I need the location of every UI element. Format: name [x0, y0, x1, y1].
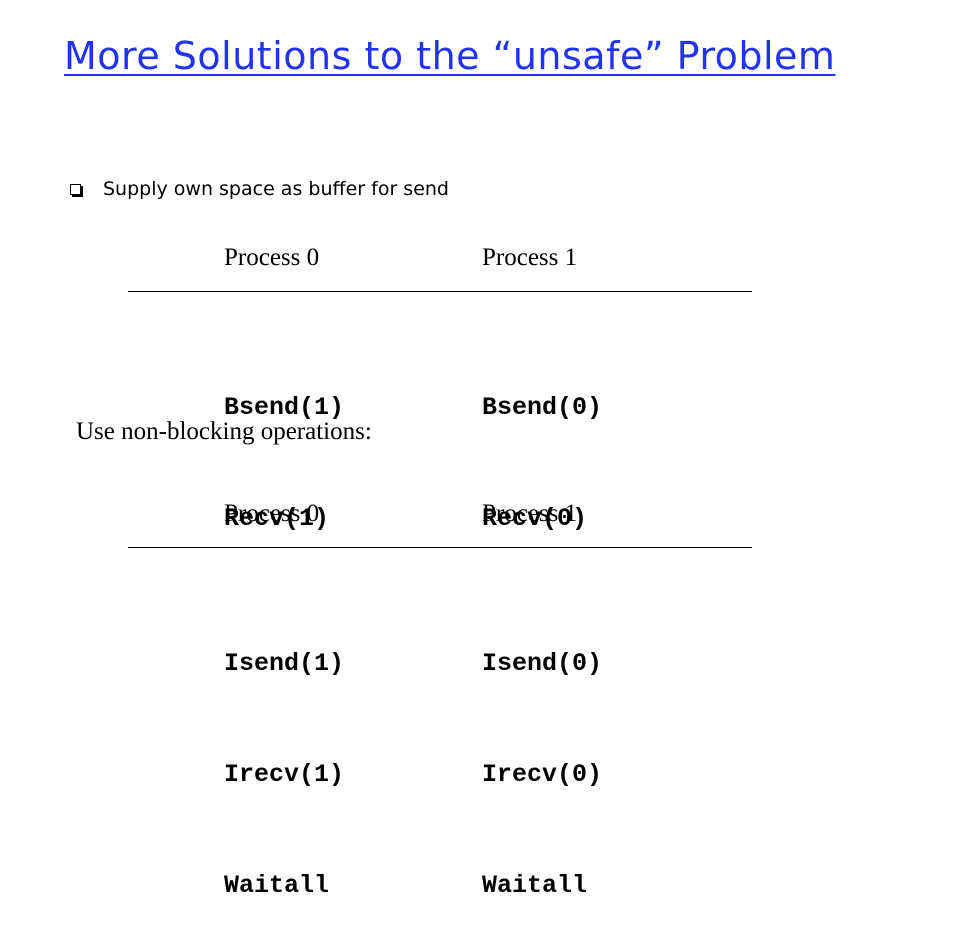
code-line: Isend(0) — [482, 649, 603, 678]
code-line: Irecv(0) — [482, 760, 603, 789]
table1-process1-code: Bsend(0) Recv(0) — [482, 315, 602, 574]
slide-title: More Solutions to the “unsafe” Problem — [64, 34, 836, 78]
table1-divider — [128, 291, 752, 292]
table1-header-process1: Process 1 — [482, 244, 578, 271]
table2-process1-code: Isend(0) Irecv(0) Waitall — [482, 571, 602, 941]
code-line: Bsend(1) — [224, 393, 345, 422]
section-subheading: Use non-blocking operations: — [76, 418, 372, 445]
bullet-item: Supply own space as buffer for send — [70, 178, 449, 200]
code-line: Waitall — [482, 871, 588, 900]
code-line: Recv(0) — [482, 504, 588, 533]
code-line: Recv(1) — [224, 504, 330, 533]
code-line: Irecv(1) — [224, 760, 345, 789]
bullet-text: Supply own space as buffer for send — [103, 178, 449, 200]
code-line: Bsend(0) — [482, 393, 603, 422]
table2-header-process0: Process 0 — [224, 500, 320, 527]
code-line: Isend(1) — [224, 649, 345, 678]
table1-process0-code: Bsend(1) Recv(1) — [224, 315, 344, 574]
table2-divider — [128, 547, 752, 548]
table2-process0-code: Isend(1) Irecv(1) Waitall — [224, 571, 344, 941]
table2-header-process1: Process 1 — [482, 500, 578, 527]
table1-header-process0: Process 0 — [224, 244, 320, 271]
square-bullet-icon — [70, 183, 81, 195]
code-line: Waitall — [224, 871, 330, 900]
